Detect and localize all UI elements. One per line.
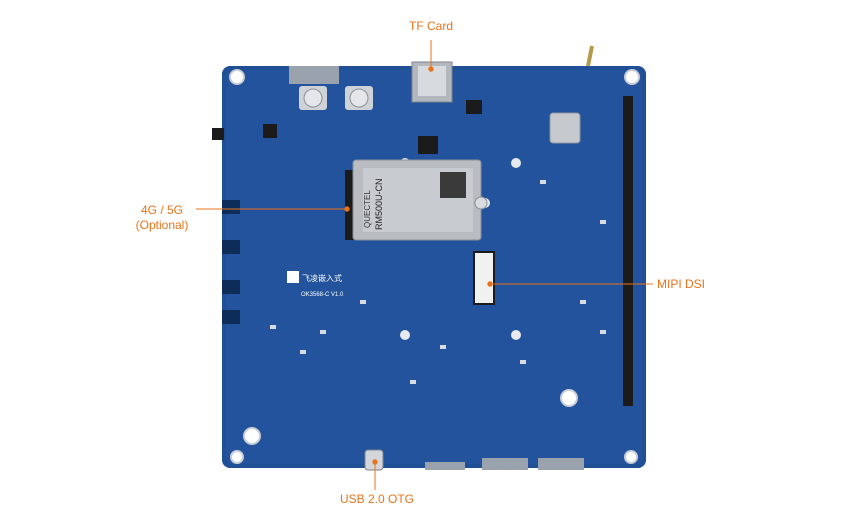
chip (418, 136, 438, 154)
module-screw (474, 196, 488, 210)
chip (466, 100, 482, 114)
capacitor-2 (349, 88, 369, 108)
smd-components (270, 180, 606, 384)
antenna (586, 45, 594, 67)
callout-lines (196, 40, 653, 490)
mipi-dsi-connector (473, 251, 495, 305)
ethernet-port-2 (538, 458, 584, 470)
callout-usb-otg: USB 2.0 OTG (339, 492, 415, 506)
module-brand: QUECTEL (363, 190, 372, 228)
pcb-shade (226, 70, 642, 464)
connectors-left (222, 200, 240, 324)
callout-cellular-line1: 4G / 5G (140, 203, 184, 217)
usb-connector-top (289, 66, 339, 84)
capacitor (303, 88, 323, 108)
side-button (212, 128, 224, 140)
callout-mipi-dsi: MIPI DSI (657, 277, 706, 291)
silkscreen-board: OK3568-C V1.0 (301, 292, 344, 298)
silkscreen-company: 飞凌嵌入式 (302, 273, 342, 283)
module-model: RM500U-CN (374, 178, 384, 230)
header-pins-right (623, 96, 633, 406)
mounting-holes (229, 69, 640, 464)
callout-tf-card: TF Card (408, 19, 453, 33)
bottom-connector (425, 462, 465, 470)
ethernet-port (482, 458, 528, 470)
wifi-module-shield (549, 112, 581, 144)
chip (263, 124, 277, 138)
silkscreen-logo (287, 271, 299, 283)
callout-cellular-line2: (Optional) (135, 218, 189, 232)
qr-code (440, 172, 466, 198)
